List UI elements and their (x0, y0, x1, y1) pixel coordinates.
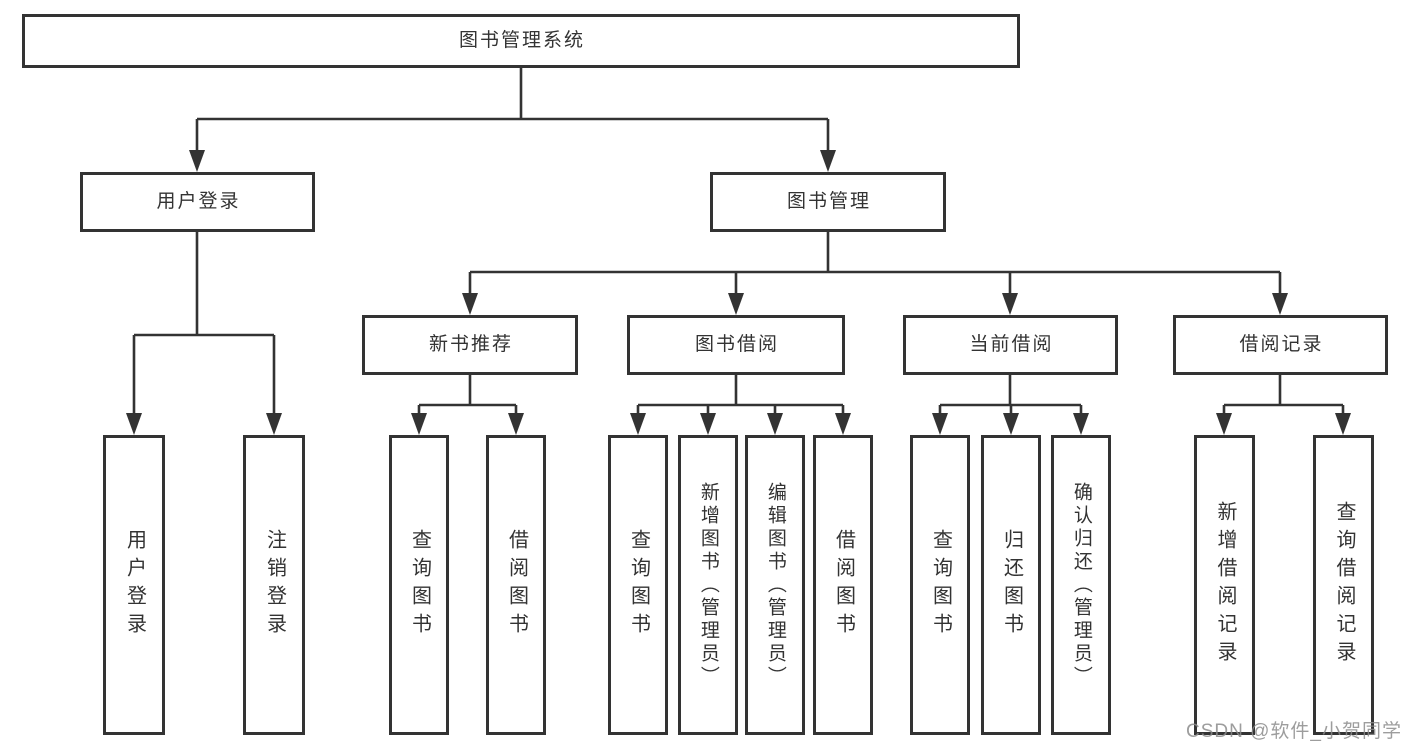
leaf-query-books-3: 查询图书 (910, 435, 970, 735)
leaf-user-login: 用户登录 (103, 435, 165, 735)
node-new-book-recommend: 新书推荐 (362, 315, 578, 375)
leaf-add-books-admin: 新增图书（管理员） (678, 435, 738, 735)
arrowhead-icons (126, 150, 1351, 435)
node-root-library-system: 图书管理系统 (22, 14, 1020, 68)
leaf-borrow-books-2: 借阅图书 (813, 435, 873, 735)
node-book-management: 图书管理 (710, 172, 946, 232)
leaf-confirm-return-admin: 确认归还（管理员） (1051, 435, 1111, 735)
leaf-logout: 注销登录 (243, 435, 305, 735)
leaf-query-borrow-record: 查询借阅记录 (1313, 435, 1374, 735)
leaf-return-books: 归还图书 (981, 435, 1041, 735)
csdn-watermark: CSDN @软件_小贺同学 (1186, 721, 1402, 742)
leaf-query-books-1: 查询图书 (389, 435, 449, 735)
node-book-borrow: 图书借阅 (627, 315, 845, 375)
leaf-query-books-2: 查询图书 (608, 435, 668, 735)
node-user-login: 用户登录 (80, 172, 315, 232)
node-borrow-records: 借阅记录 (1173, 315, 1388, 375)
leaf-add-borrow-record: 新增借阅记录 (1194, 435, 1255, 735)
node-current-borrow: 当前借阅 (903, 315, 1118, 375)
leaf-borrow-books-1: 借阅图书 (486, 435, 546, 735)
leaf-edit-books-admin: 编辑图书（管理员） (745, 435, 805, 735)
